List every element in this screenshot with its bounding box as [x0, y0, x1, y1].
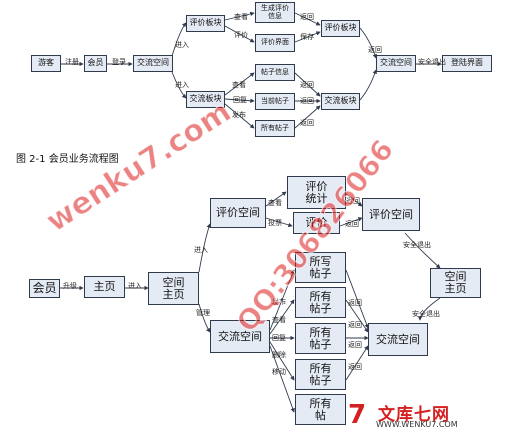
node-shengcheng-pingjia: 生成评价 信息: [255, 2, 295, 23]
edge-label-b-toupiao: 投票: [268, 219, 282, 227]
edge-label-fanhui-1: 返回: [300, 13, 314, 21]
node-b-pingjia-kongjian-2: 评价空间: [362, 198, 420, 231]
edge-label-jinru-1: 进入: [175, 41, 189, 49]
edge-label-b-fanhui-d: 返回: [348, 321, 362, 329]
edge-label-b-jinru-2: 进入: [194, 246, 208, 254]
edge-label-chakan-2: 查看: [232, 81, 246, 89]
edge-label-fanhui-3: 返回: [300, 97, 314, 105]
node-pingjia-bankuai-2: 评价板块: [321, 20, 360, 37]
edge-label-fanhui-5: 返回: [368, 46, 382, 54]
node-b-pingjia-kongjian-1: 评价空间: [210, 198, 266, 228]
wenku7-logo: 7 文库七网 WWW.WENKU7.COM: [348, 398, 508, 432]
edge-label-baocun: 保存: [300, 33, 314, 41]
node-denglu-jiemian: 登陆界面: [442, 55, 492, 72]
node-huiyuan: 会员: [84, 55, 107, 72]
node-b-jiaoliu-kongjian-1: 交流空间: [210, 320, 270, 353]
node-b-kongjian-zhuye: 空间 主页: [148, 272, 199, 305]
edge-label-b-fanhui-e: 返回: [348, 341, 362, 349]
edge-label-b-anquan-1: 安全退出: [403, 241, 431, 249]
node-jiaoliu-kongjian-2: 交流空间: [376, 55, 416, 72]
edge-label-b-anquan-2: 安全退出: [412, 310, 440, 318]
edge-label-fabu: 发布: [232, 111, 246, 119]
node-b-suoyou-tiezi-1: 所有 帖子: [295, 287, 346, 318]
node-b-suoxie-tiezi: 所写 帖子: [295, 252, 346, 283]
edge-label-b-fabu: 发布: [272, 298, 286, 306]
edge-label-anquan-tuichu: 安全退出: [418, 58, 446, 66]
edge-label-b-huifu: 回复: [272, 334, 286, 342]
edge-label-b-fanhui-c: 返回: [348, 299, 362, 307]
edge-label-jinru-2: 进入: [175, 81, 189, 89]
node-youke: 游客: [31, 55, 61, 72]
edge-label-b-guanli: 管理: [196, 309, 210, 317]
node-suoyou-tiezi: 所有帖子: [255, 120, 295, 137]
logo-name: 文库七网: [378, 405, 450, 425]
node-jiaoliu-bankuai-2: 交流板块: [321, 93, 360, 110]
node-b-pingjia-toupiao: 评价: [293, 212, 340, 234]
edge-label-b-yidong: 移动: [272, 368, 286, 376]
edge-label-b-fanhui-b: 返回: [345, 220, 359, 228]
edge-label-b-shengji: 升级: [63, 282, 77, 290]
node-b-suoyou-tiezi-4: 所有 帖: [295, 394, 346, 425]
logo-url: WWW.WENKU7.COM: [376, 420, 458, 429]
edge-label-huifu: 回复: [233, 96, 247, 104]
node-b-huiyuan: 会员: [29, 279, 60, 298]
edge-label-fanhui-4: 返回: [300, 119, 314, 127]
node-tiezi-xinxi: 帖子信息: [255, 64, 295, 81]
node-pingjia-bankuai-1: 评价板块: [186, 15, 225, 32]
edge-label-b-chakan-2: 查看: [272, 316, 286, 324]
node-b-jiaoliu-kongjian-2: 交流空间: [368, 323, 428, 356]
node-dangqian-tiezi: 当前帖子: [255, 93, 295, 110]
node-pingjia-jiemian: 评价界面: [255, 34, 295, 52]
edge-label-fanhui-2: 返回: [300, 81, 314, 89]
edge-label-zhuce: 注册: [65, 58, 79, 66]
node-b-suoyou-tiezi-3: 所有 帖子: [295, 359, 346, 390]
node-jiaoliu-kongjian: 交流空间: [133, 55, 173, 72]
edge-label-chakan-1: 查看: [234, 13, 248, 21]
node-b-suoyou-tiezi-2: 所有 帖子: [295, 323, 346, 354]
edge-label-b-fanhui-f: 返回: [348, 363, 362, 371]
edge-label-pingjia: 评价: [234, 31, 248, 39]
node-b-zhuye: 主页: [84, 276, 125, 298]
edge-label-b-chakan: 查看: [268, 199, 282, 207]
edge-label-b-fanhui-a: 返回: [346, 197, 360, 205]
figure-caption: 图 2-1 会员业务流程图: [16, 154, 119, 165]
node-b-kongjian-zhuye-2: 空间 主页: [430, 268, 481, 298]
logo-mark: 7: [348, 400, 367, 430]
edge-label-denglu: 登录: [112, 58, 126, 66]
node-jiaoliu-bankuai-1: 交流板块: [186, 91, 225, 108]
edge-label-b-jinru-1: 进入: [128, 282, 142, 290]
edge-label-b-shanchu: 删除: [272, 351, 286, 359]
node-b-pingjia-tongji: 评价 统计: [287, 176, 346, 209]
